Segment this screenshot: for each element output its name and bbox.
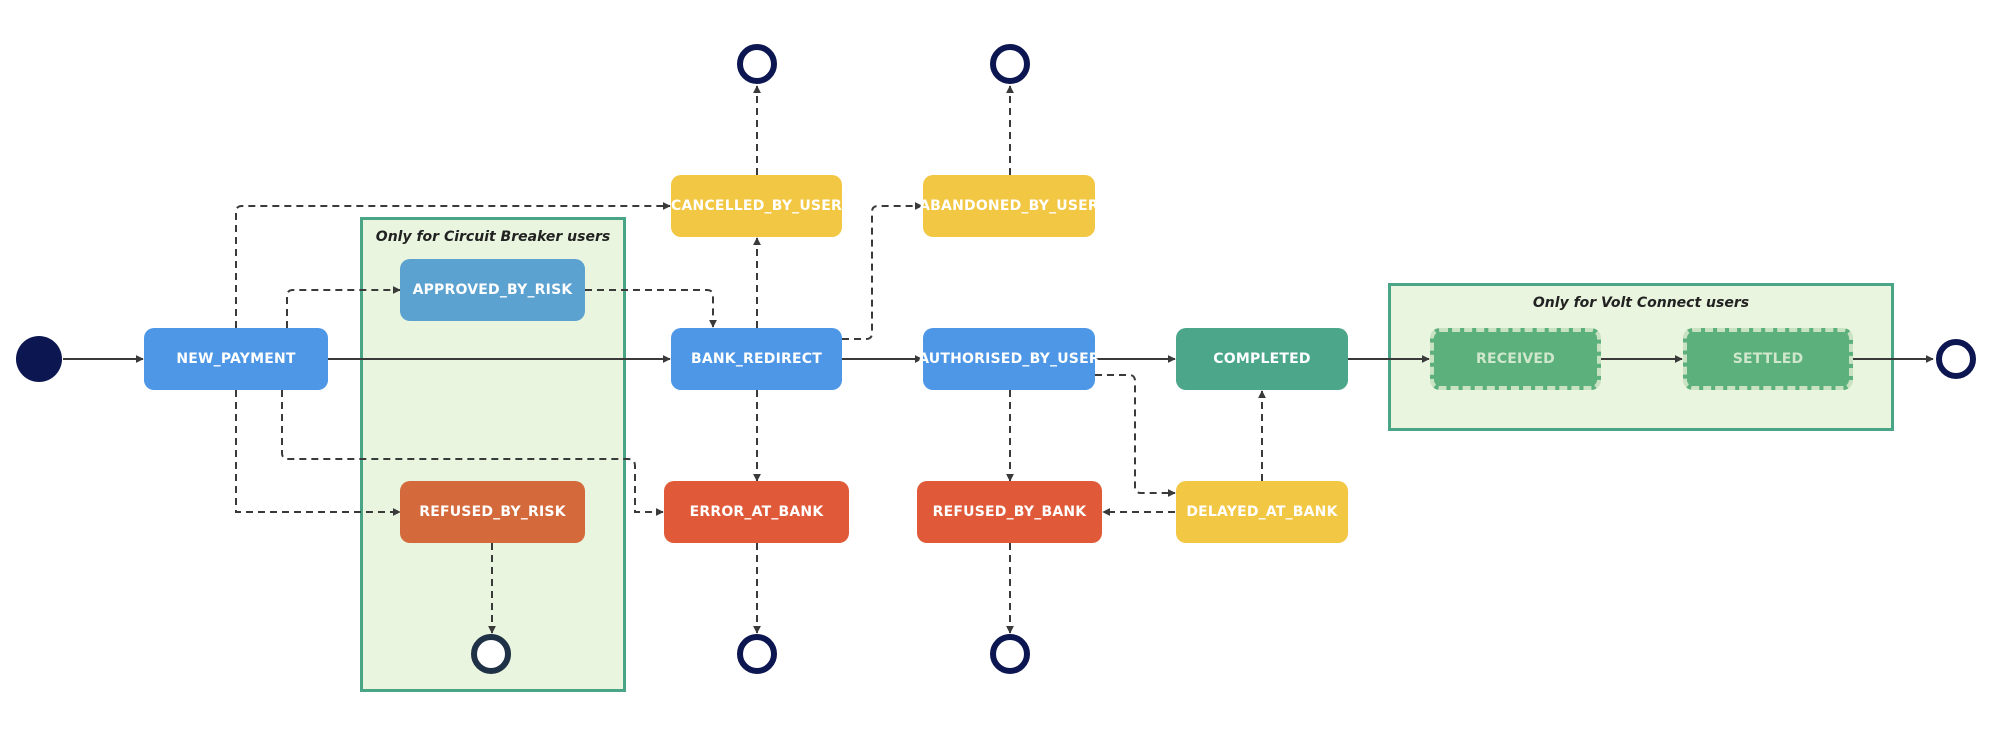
state-approved-by-risk: APPROVED_BY_RISK	[400, 259, 585, 321]
state-refused-by-bank: REFUSED_BY_BANK	[917, 481, 1102, 543]
state-abandoned-by-user: ABANDONED_BY_USER	[919, 175, 1099, 237]
edge-bank-redirect-abandoned	[842, 202, 923, 340]
edge-approved-bank-redirect	[585, 289, 717, 328]
state-received: RECEIVED	[1430, 328, 1601, 390]
end-node-final	[1936, 339, 1976, 379]
state-refused-by-risk: REFUSED_BY_RISK	[400, 481, 585, 543]
end-node-refused-bank	[990, 634, 1030, 674]
end-node-abandoned	[990, 44, 1030, 84]
edge-new-payment-error-bank	[281, 390, 664, 516]
end-node-cancelled	[737, 44, 777, 84]
group-label-volt-connect: Only for Volt Connect users	[1532, 295, 1750, 311]
end-node-refused-risk	[471, 634, 511, 674]
edge-authorised-delayed	[1095, 374, 1176, 497]
edge-new-payment-cancelled	[235, 202, 671, 328]
state-bank-redirect: BANK_REDIRECT	[671, 328, 842, 390]
start-node	[16, 336, 62, 382]
group-label-circuit-breaker: Only for Circuit Breaker users	[375, 229, 611, 245]
state-error-at-bank: ERROR_AT_BANK	[664, 481, 849, 543]
state-settled: SETTLED	[1683, 328, 1853, 390]
end-node-error	[737, 634, 777, 674]
state-authorised-by-user: AUTHORISED_BY_USER	[918, 328, 1100, 390]
edge-new-payment-approved	[286, 286, 401, 328]
state-delayed-at-bank: DELAYED_AT_BANK	[1176, 481, 1348, 543]
edge-new-payment-refused-risk	[235, 390, 401, 516]
state-completed: COMPLETED	[1176, 328, 1348, 390]
state-new-payment: NEW_PAYMENT	[144, 328, 328, 390]
state-cancelled-by-user: CANCELLED_BY_USER	[671, 175, 842, 237]
